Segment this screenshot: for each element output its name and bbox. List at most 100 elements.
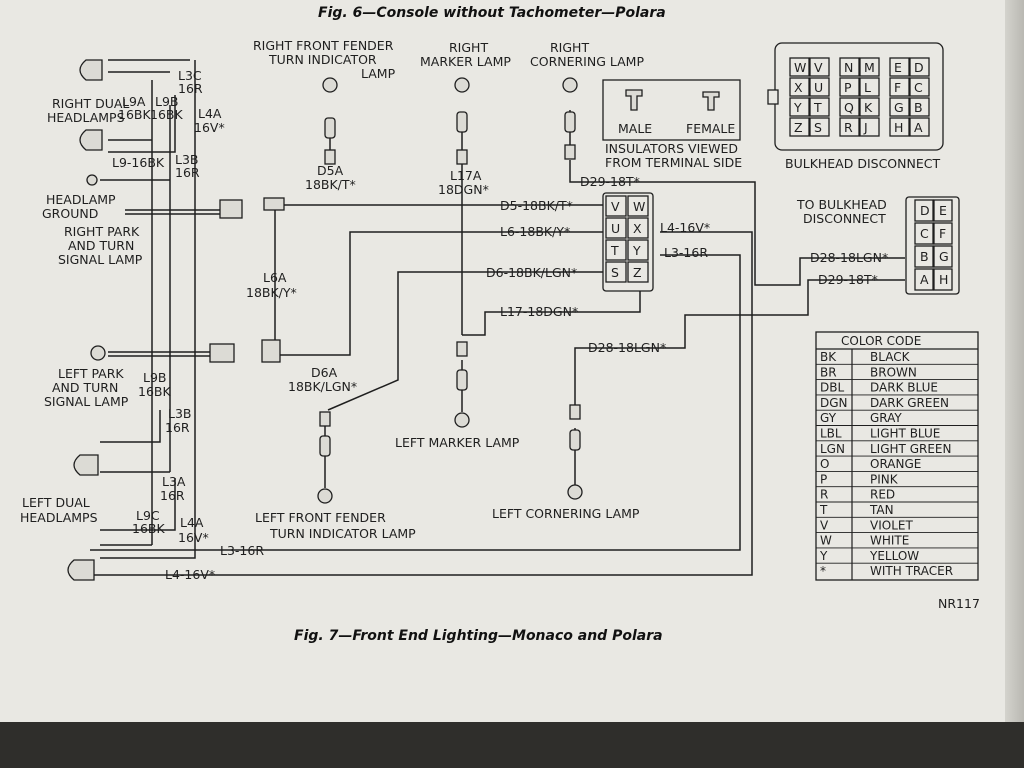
insulators-caption-1: INSULATORS VIEWED [605, 141, 738, 156]
right-park-lamp-socket-icon [219, 199, 243, 219]
to-bulkhead-label-2: DISCONNECT [803, 211, 886, 226]
bulkhead-cell [889, 97, 910, 117]
color-code-name: DARK GREEN [870, 396, 949, 410]
right-park-label-3: SIGNAL LAMP [58, 252, 143, 267]
bulkhead-pin: E [894, 60, 902, 75]
right-cornering-lamp-socket-icon [564, 144, 576, 160]
main-connector-pin: Y [632, 243, 641, 258]
color-code-name: LIGHT GREEN [870, 442, 951, 456]
wire-label-l3b-bot: L3B [168, 406, 192, 421]
page-edge [1005, 0, 1024, 768]
bulkhead-cell [909, 77, 930, 97]
color-code-name: VIOLET [870, 518, 913, 532]
wire-label-l4-conn: L4-16V* [660, 220, 710, 235]
wire-label-l4a-bot: L4A [180, 515, 204, 530]
left-park-label-2: AND TURN [52, 380, 118, 395]
right-cornering-lamp-plug-icon [564, 111, 576, 133]
left-fender-lamp-plug-icon [319, 435, 331, 457]
wire-label-d28-conn: D28-18LGN* [588, 340, 666, 355]
wire-label-l3c: L3C [178, 68, 202, 83]
bulkhead-pin: U [814, 80, 823, 95]
wire-label-l17a-wire: 18DGN* [438, 182, 489, 197]
main-connector-pin: U [611, 221, 620, 236]
main-connector-cell [605, 239, 627, 261]
wire-label-l9b-top: L9B [155, 94, 179, 109]
wire-label-l6: L6-18BK/Y* [500, 224, 570, 239]
bulkhead-cell [809, 97, 830, 117]
color-code-abbr: BK [820, 350, 837, 364]
color-code-name: BROWN [870, 365, 917, 379]
wire-label-d5a: D5A [317, 163, 344, 178]
small-connector-pin: D [920, 203, 930, 218]
bulkhead-pin: S [814, 120, 822, 135]
main-connector-pin: V [611, 199, 620, 214]
wire-label-l6a: L6A [263, 270, 287, 285]
left-marker-lamp-plug-icon [456, 369, 468, 391]
wire-label-l9-16bk: L9-16BK [112, 155, 165, 170]
bulkhead-cell [789, 77, 810, 97]
bulkhead-cell [909, 117, 930, 137]
wire-l3a [100, 478, 176, 531]
female-label: FEMALE [686, 121, 735, 136]
wire-label-l4-bottom: L4-16V* [165, 567, 215, 582]
bulkhead-pin: Z [794, 120, 803, 135]
bulkhead-cell [789, 97, 810, 117]
left-park-lamp-socket-icon [209, 343, 235, 363]
fig7-caption: Fig. 7—Front End Lighting—Monaco and Pol… [294, 628, 663, 644]
component-labels: RIGHT FRONT FENDER TURN INDICATOR LAMP R… [20, 38, 940, 541]
left-fender-label-1: LEFT FRONT FENDER [255, 510, 386, 525]
right-fender-lamp-plug-icon [324, 117, 336, 139]
bulkhead-cell [809, 77, 830, 97]
left-park-label-3: SIGNAL LAMP [44, 394, 129, 409]
bulkhead-cell [859, 77, 880, 97]
bulkhead-pin: D [914, 60, 924, 75]
wire-label-16v-top: 16V* [194, 120, 225, 135]
color-code-abbr: T [819, 503, 828, 517]
color-code-name: YELLOW [869, 549, 919, 563]
wire-label-16bk-d: 16BK [132, 521, 165, 536]
right-headlamps-label-2: HEADLAMPS [47, 110, 125, 125]
right-headlamp-lower-icon [79, 129, 103, 151]
wire-label-l9b-bot: L9B [143, 370, 167, 385]
wire-l4-16v [90, 231, 753, 576]
color-code-abbr: R [820, 488, 828, 502]
small-connector-cell [914, 222, 934, 245]
bulkhead-pin: R [844, 120, 853, 135]
bulkhead-disconnect-label: BULKHEAD DISCONNECT [785, 156, 940, 171]
bulkhead-pin: A [914, 120, 923, 135]
color-code-abbr: BR [820, 365, 837, 379]
wire-label-d6: D6-18BK/LGN* [486, 265, 577, 280]
color-code-name: GRAY [870, 411, 902, 425]
right-park-label-1: RIGHT PARK [64, 224, 140, 239]
color-code-abbr: * [820, 564, 826, 578]
color-code-name: PINK [870, 472, 899, 486]
left-park-label-1: LEFT PARK [58, 366, 124, 381]
bulkhead-pin: G [894, 100, 904, 115]
small-connector-cell [933, 268, 953, 291]
right-headlamp-upper-icon [79, 59, 103, 81]
wire-label-l3a: L3A [162, 474, 186, 489]
color-code-name: LIGHT BLUE [870, 427, 940, 441]
wire-label-16v-bot: 16V* [178, 530, 209, 545]
left-fender-lamp-bulb-icon [317, 488, 333, 504]
left-headlamps-label-2: HEADLAMPS [20, 510, 98, 525]
bulkhead-pin: M [864, 60, 875, 75]
wire-label-l6a-wire: 18BK/Y* [246, 285, 297, 300]
male-insulator-icon [625, 89, 643, 111]
bulkhead-pin: B [914, 100, 923, 115]
wire-d6 [327, 271, 605, 411]
wire-label-16r-d: 16R [160, 488, 185, 503]
small-connector-pin: F [939, 226, 946, 241]
bulkhead-cell [889, 57, 910, 77]
bulkhead-cell [909, 97, 930, 117]
bulkhead-pin: V [814, 60, 823, 75]
left-marker-lamp-bulb-icon [454, 412, 470, 428]
color-code-name: TAN [869, 503, 894, 517]
wire-label-d29-right: D29-18T* [818, 272, 878, 287]
wire-l3-16r [90, 254, 741, 551]
bulkhead-pin: K [864, 100, 873, 115]
wire-label-l3-bottom: L3-16R [220, 543, 264, 558]
